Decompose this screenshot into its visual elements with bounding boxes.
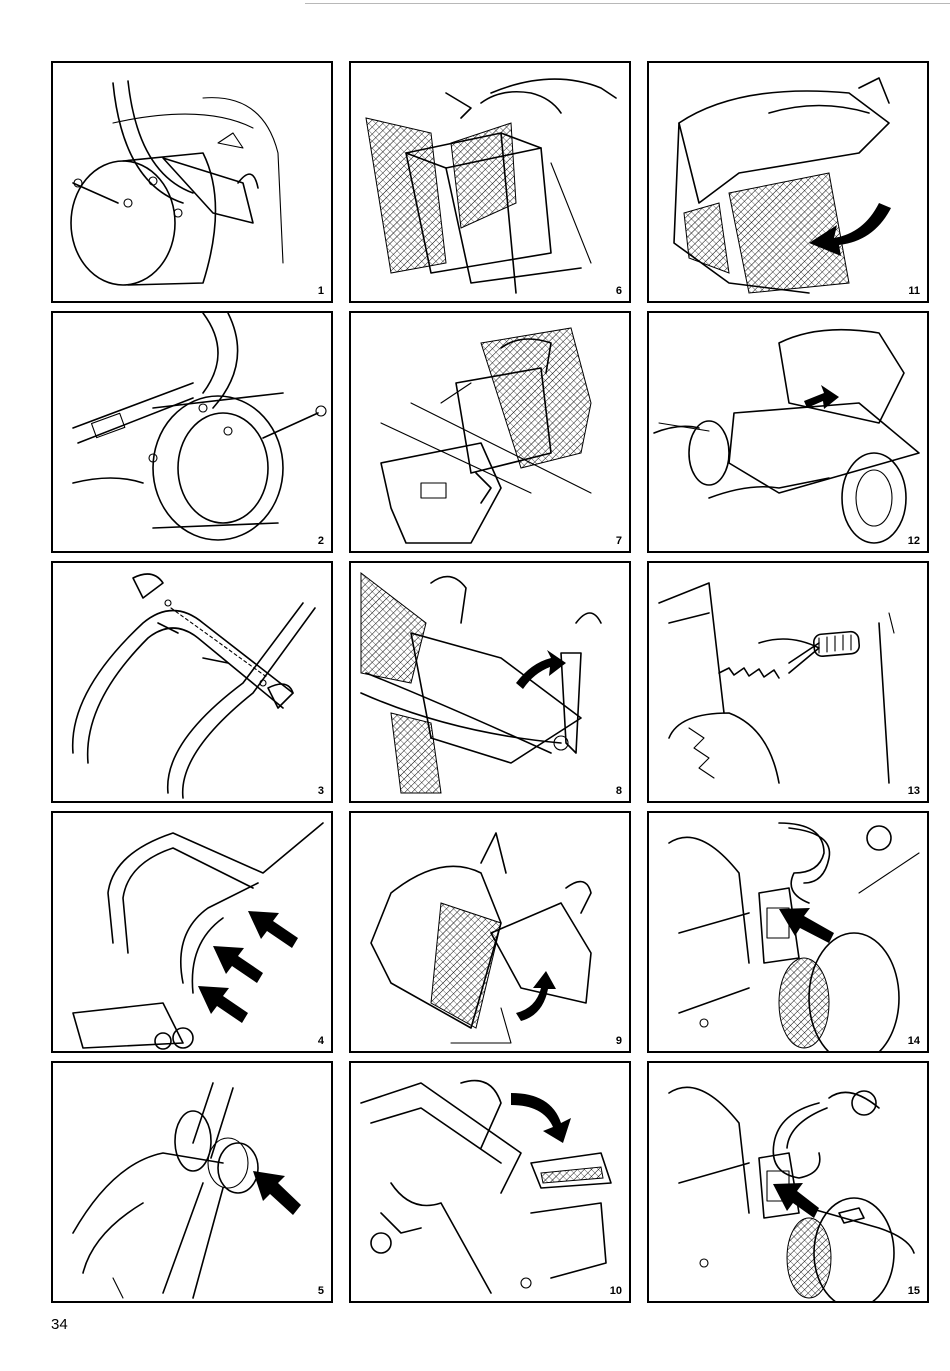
handle-cable-clips-arrows-icon [53, 813, 333, 1053]
figure-panel-2: 2 [51, 311, 333, 553]
figure-panel-10: 10 [349, 1061, 631, 1303]
figure-panel-4: 4 [51, 811, 333, 1053]
cable-strain-relief-arrow-icon [649, 1063, 929, 1303]
handle-bolts-and-knobs-icon [53, 563, 333, 803]
top-rule [305, 3, 950, 4]
figure-number: 14 [908, 1035, 920, 1047]
rear-flap-grass-bag-arrow-icon [649, 63, 929, 303]
figure-number: 8 [616, 785, 622, 797]
rear-guard-flap-arrow-icon [351, 1063, 631, 1303]
grass-box-exploded-view-icon [351, 313, 631, 553]
handle-knob-tighten-arrow-icon [53, 1063, 333, 1303]
figure-number: 4 [318, 1035, 324, 1047]
figure-panel-12: 12 [647, 311, 929, 553]
page-number: 34 [51, 1316, 68, 1333]
figure-number: 1 [318, 285, 324, 297]
figure-number: 10 [610, 1285, 622, 1297]
bag-attach-to-frame-arrow-icon [351, 813, 631, 1053]
figure-panel-13: 13 [647, 561, 929, 803]
figure-number: 11 [908, 285, 920, 297]
figure-number: 3 [318, 785, 324, 797]
wheel-mounting-bracket-icon [53, 63, 333, 303]
figure-panel-8: 8 [349, 561, 631, 803]
wheel-with-axle-lever-icon [53, 313, 333, 553]
figure-number: 2 [318, 535, 324, 547]
figure-number: 5 [318, 1285, 324, 1297]
cable-plug-socket-arrow-icon [649, 813, 929, 1053]
mower-lift-by-hands-icon [649, 313, 929, 553]
figure-panel-1: 1 [51, 61, 333, 303]
figure-panel-7: 7 [349, 311, 631, 553]
figure-panel-11: 11 [647, 61, 929, 303]
figure-number: 6 [616, 285, 622, 297]
height-adjust-lever-icon [649, 563, 929, 803]
figure-number: 13 [908, 785, 920, 797]
figure-panel-9: 9 [349, 811, 631, 1053]
figure-panel-15: 15 [647, 1061, 929, 1303]
figure-number: 9 [616, 1035, 622, 1047]
figure-number: 7 [616, 535, 622, 547]
bag-clip-attach-arrow-icon [351, 563, 631, 803]
figure-panel-3: 3 [51, 561, 333, 803]
figure-panel-5: 5 [51, 1061, 333, 1303]
figure-panel-14: 14 [647, 811, 929, 1053]
figure-panel-6: 6 [349, 61, 631, 303]
figure-number: 15 [908, 1285, 920, 1297]
figure-number: 12 [908, 535, 920, 547]
grass-bag-frame-assembly-icon [351, 63, 631, 303]
